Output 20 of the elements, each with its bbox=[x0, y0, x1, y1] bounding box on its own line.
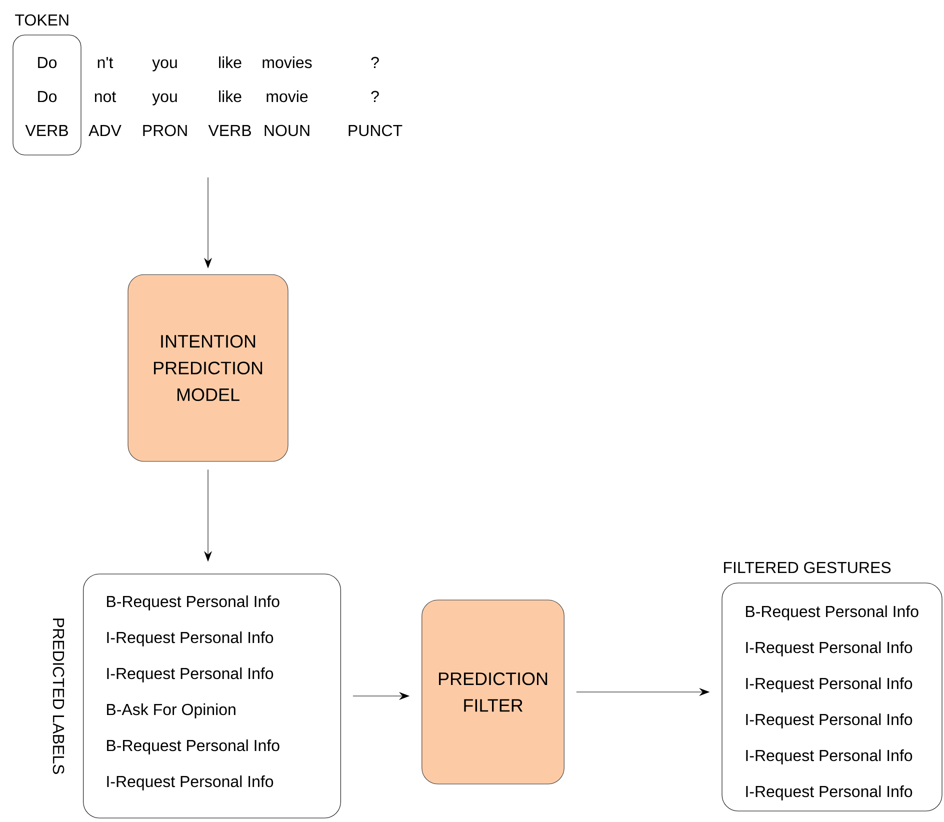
token-cell: movie bbox=[266, 90, 308, 102]
token-cell: n't bbox=[98, 57, 114, 68]
token-box: Do Do VERB bbox=[12, 34, 82, 156]
token-cell: VERB bbox=[208, 125, 251, 136]
node-label: PREDICTED LABELS bbox=[52, 618, 64, 774]
token-cell: PRON bbox=[143, 124, 187, 136]
token-cell: like bbox=[219, 56, 242, 68]
token-cell: ? bbox=[371, 56, 379, 68]
node-label: FILTERED GESTURES bbox=[724, 562, 891, 574]
label-list-box: FILTERED GESTURES B-Request Personal Info I-Request Personal Info I-Request Personal Info I-Request Personal Info I-Request Personal Info I-Request Personal Info bbox=[722, 562, 942, 812]
token-cell: NOUN bbox=[264, 124, 310, 136]
token-cell: ? bbox=[371, 90, 379, 102]
label-list-box: PREDICTED LABELS B-Request Personal Info I-Request Personal Info I-Request Personal Info B-Ask For Opinion B-Request Personal Info I-Request Personal Info bbox=[52, 574, 341, 818]
token-cell: movies bbox=[262, 56, 312, 68]
process-box: INTENTION PREDICTION MODEL bbox=[128, 274, 288, 462]
token-cell: you bbox=[152, 93, 177, 106]
token-cell: you bbox=[152, 59, 177, 72]
token-cell: like bbox=[219, 90, 242, 102]
process-box: PREDICTION FILTER bbox=[422, 600, 564, 784]
token-cell: PUNCT bbox=[348, 124, 402, 136]
